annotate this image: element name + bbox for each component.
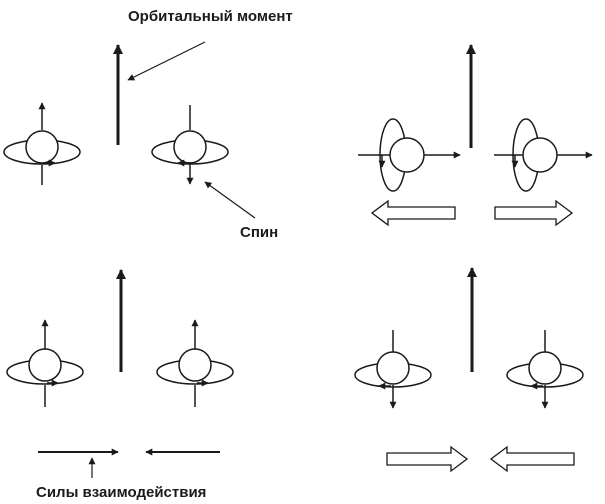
electron-top-left-a [3, 102, 81, 185]
electron-top-right-b [494, 118, 593, 192]
electron-top-left-b [151, 105, 229, 185]
electron-sphere [25, 130, 59, 164]
electron-bottom-right-b [506, 330, 584, 409]
electron-bottom-left-b [156, 319, 234, 407]
electron-bottom-left-a [6, 319, 84, 407]
electron-sphere [28, 348, 62, 382]
electron-sphere [528, 351, 562, 385]
hollow-force-arrow-right [386, 445, 469, 473]
electron-bottom-right-a [354, 330, 432, 409]
label-pointer-spin [204, 181, 256, 219]
panel-bottom-left [6, 269, 234, 478]
hollow-force-arrow-left [489, 445, 575, 473]
electron-sphere [389, 137, 425, 173]
label-orbital-moment: Орбитальный момент [128, 8, 293, 25]
electron-top-right-a [358, 118, 461, 192]
label-spin: Спин [240, 224, 278, 241]
electron-sphere [173, 130, 207, 164]
panel-top-right [358, 44, 593, 227]
panel-top-left [3, 41, 256, 219]
hollow-force-arrow-left [370, 199, 456, 227]
panel-bottom-right [354, 267, 584, 473]
electron-sphere [178, 348, 212, 382]
electron-sphere [522, 137, 558, 173]
electron-sphere [376, 351, 410, 385]
label-interaction-forces: Силы взаимодействия [36, 484, 206, 501]
hollow-force-arrow-right [494, 199, 574, 227]
label-pointer-orbital [127, 41, 206, 81]
